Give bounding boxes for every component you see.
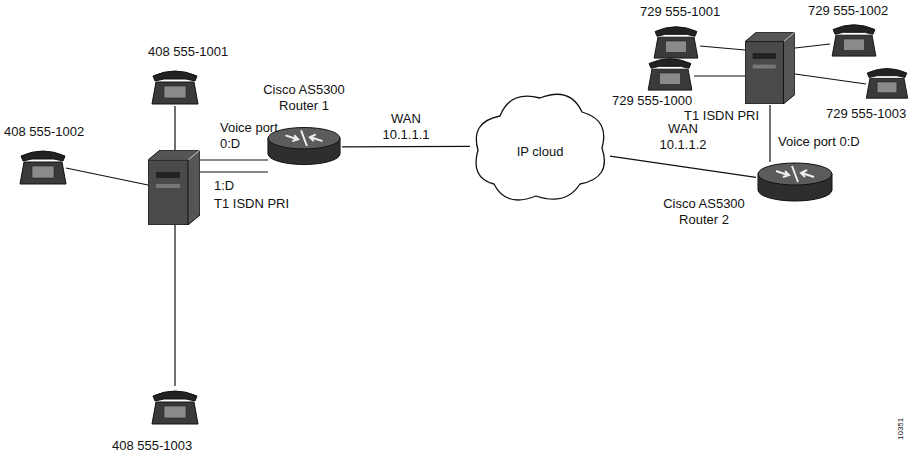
router-icon (756, 162, 834, 204)
port-label: 408 555-1001 (148, 44, 228, 60)
figure-number: 10351 (896, 418, 906, 440)
router: Cisco AS5300 Router 2 (756, 162, 834, 204)
port-label: 729 555-1000 (612, 93, 692, 109)
port-label: 729 555-1002 (808, 3, 888, 19)
link-label: WAN 10.1.1.1 (373, 111, 439, 142)
port-label: 729 555-1001 (640, 4, 720, 20)
port-label: 408 555-1002 (4, 124, 84, 140)
port-label: 1:D (214, 178, 234, 194)
device-label: Cisco AS5300 Router 1 (258, 82, 350, 113)
wan-link (342, 146, 470, 148)
device-label: Cisco AS5300 Router 2 (658, 196, 750, 227)
link-label: WAN 10.1.1.2 (650, 121, 716, 152)
wan-link (610, 156, 756, 177)
port-label: 408 555-1003 (112, 438, 192, 454)
port-label: 729 555-1003 (826, 106, 906, 122)
port-label: Voice port 0:D (220, 120, 280, 151)
port-label: Voice port 0:D (778, 134, 860, 150)
port-label: T1 ISDN PRI (214, 196, 289, 212)
cloud: IP cloud (470, 86, 610, 206)
cloud-label: IP cloud (515, 144, 565, 160)
